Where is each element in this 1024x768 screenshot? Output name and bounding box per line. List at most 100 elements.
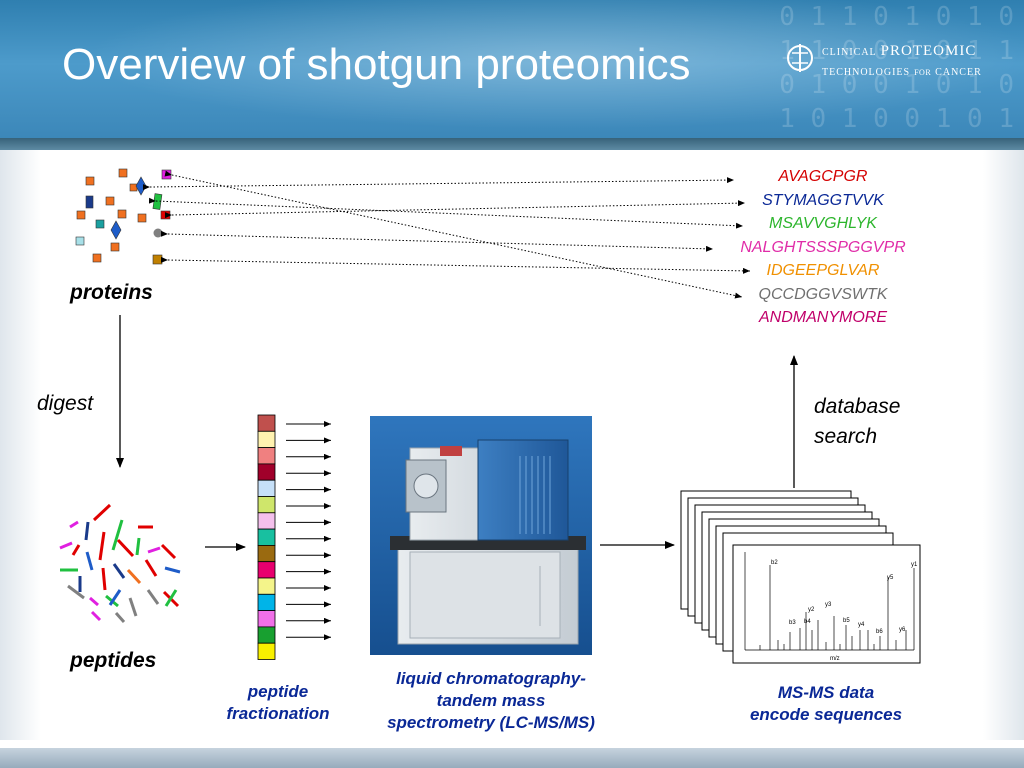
ion-label: b5 (843, 618, 850, 624)
ion-label: b3 (789, 620, 796, 626)
peptide-shape (160, 543, 177, 560)
peptide-cluster (59, 503, 181, 623)
peptide-shape (112, 563, 126, 579)
protein-shape (105, 196, 115, 206)
spectrum-plot (744, 552, 915, 651)
header-divider-band (0, 138, 1024, 150)
protein-shape (75, 236, 85, 246)
peptide-shape (90, 610, 102, 622)
peptide-shape (71, 544, 81, 556)
protein-shape (92, 253, 102, 263)
logo-emblem-icon (787, 44, 813, 72)
caption-line: liquid chromatography- (396, 669, 586, 688)
caption-line: fractionation (226, 704, 330, 723)
protein-shape (129, 183, 138, 192)
protein-shape (110, 242, 120, 252)
fraction-cell (257, 561, 276, 579)
lc-ms-instrument-image (370, 416, 592, 655)
lcms-caption: liquid chromatography- tandem mass spect… (356, 668, 626, 734)
mass-spectrometer-icon (370, 416, 592, 655)
sequence-item: IDGEEPGLVAR (766, 262, 880, 279)
sequence-item: STYMAGGTVVK (762, 191, 884, 209)
peptide-fractionation-caption: peptide fractionation (208, 681, 348, 725)
ion-label: y1 (911, 562, 918, 568)
ion-label: b4 (804, 619, 811, 625)
ion-label: y3 (825, 602, 832, 608)
peptide-shape (85, 551, 94, 571)
spectrum-peaks (759, 565, 915, 650)
ion-label: y5 (887, 575, 894, 581)
ion-label: y4 (858, 622, 865, 628)
protein-shape (137, 213, 147, 223)
digest-label: digest (37, 392, 94, 415)
header-banner: 0 1 1 0 1 0 1 0 1 1 0 0 1 0 1 1 0 1 0 0 … (0, 0, 1024, 142)
peptides-label: peptides (70, 649, 157, 672)
sequence-link (160, 256, 751, 274)
protein-cluster (75, 168, 172, 265)
binary-background-decoration: 0 1 1 0 1 0 1 0 1 1 0 0 1 0 1 1 0 1 0 0 … (779, 2, 1014, 134)
fraction-cell (257, 447, 276, 465)
protein-shape (153, 228, 163, 238)
peptide-shape (101, 567, 107, 591)
protein-sequence-links (142, 170, 751, 299)
spectrum-page-front (732, 544, 921, 664)
ion-label: y6 (899, 627, 906, 633)
peptide-shape (59, 541, 73, 550)
peptide-shape (92, 503, 112, 522)
peptide-shape (84, 521, 90, 541)
spectrum-x-label: m/z (830, 656, 840, 662)
fraction-arrows (286, 421, 331, 641)
database-label: database (814, 395, 901, 418)
protein-shape (118, 168, 128, 178)
fraction-strip (257, 414, 276, 660)
fraction-cell (257, 528, 276, 546)
caption-line: tandem mass (436, 691, 546, 710)
fraction-cell (257, 430, 276, 448)
logo-for: FOR (914, 68, 932, 77)
fraction-cell (257, 496, 276, 514)
fraction-cell (257, 512, 276, 530)
protein-shape (110, 220, 122, 240)
peptide-shape (98, 531, 106, 561)
sequence-item: QCCDGGVSWTK (758, 285, 888, 303)
protein-shape (76, 210, 86, 220)
ion-label: b2 (771, 560, 778, 566)
ion-label: b6 (876, 629, 883, 635)
sequence-link (164, 170, 743, 299)
caption-line: encode sequences (749, 705, 903, 724)
protein-shape (95, 219, 105, 229)
caption-line: peptide (247, 682, 309, 701)
peptide-shape (67, 584, 85, 600)
protein-shape (152, 254, 163, 265)
peptide-shape (89, 596, 99, 607)
caption-line: spectrometry (LC-MS/MS) (387, 713, 595, 732)
protein-shape (117, 209, 127, 219)
logo-cancer: CANCER (935, 67, 982, 78)
peptide-shape (164, 589, 178, 607)
ion-label: y2 (808, 607, 815, 613)
sequence-item: MSAVVGHLYK (769, 215, 877, 232)
sequence-item: AVAGCPGR (778, 168, 868, 185)
fraction-cell (257, 545, 276, 563)
peptide-shape (164, 566, 181, 574)
fraction-cell (257, 414, 276, 432)
database-search-label: database search (814, 392, 900, 452)
fraction-cell (257, 610, 276, 628)
footer-bar (0, 748, 1024, 768)
logo-proteomic: PROTEOMIC (880, 43, 977, 59)
logo-clinical: CLINICAL (822, 47, 877, 58)
peptide-shape (135, 537, 141, 556)
peptide-shape (111, 519, 124, 551)
fraction-cell (257, 642, 276, 660)
caption-line: MS-MS data (777, 683, 875, 702)
sequence-item: ANDMANYMORE (758, 309, 887, 326)
peptide-shape (69, 520, 79, 529)
peptide-shape (147, 546, 161, 554)
peptide-shape (116, 538, 135, 558)
sequence-link (160, 230, 714, 252)
logo-line-2: TECHNOLOGIES FOR CANCER (822, 62, 982, 80)
header-glow (0, 0, 1024, 142)
protein-shape (135, 176, 147, 196)
fraction-cell (257, 479, 276, 497)
